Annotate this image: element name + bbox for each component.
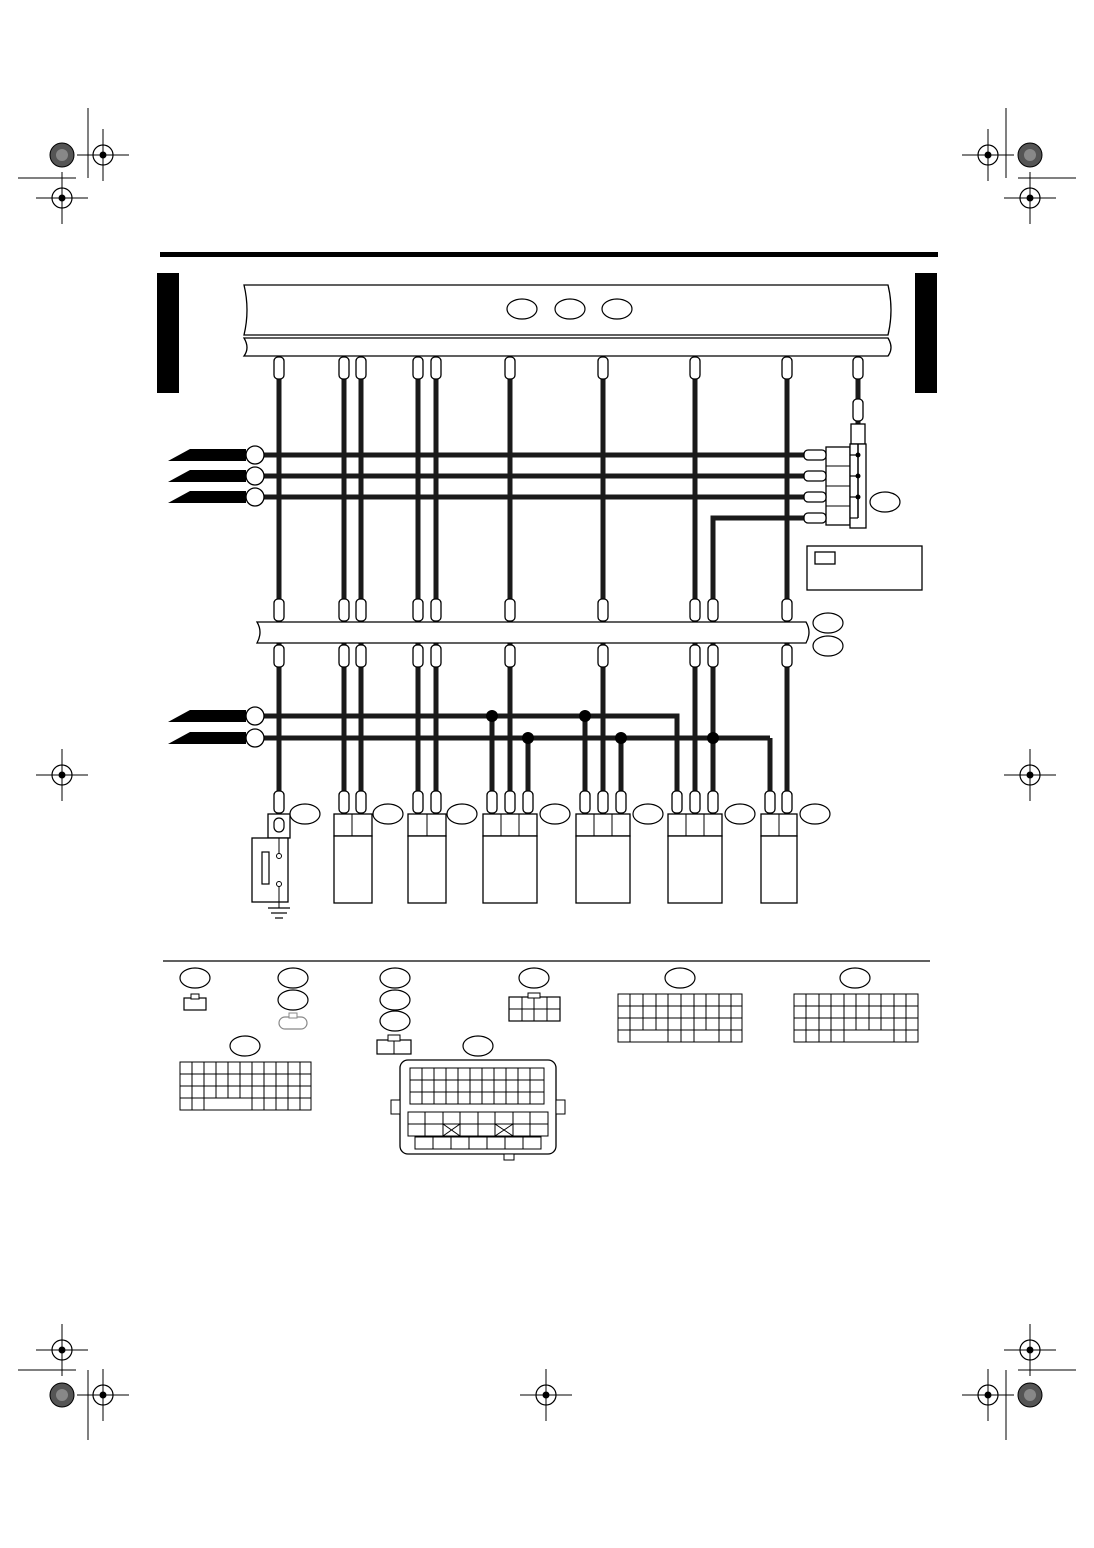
connector-grid-b — [793, 993, 919, 1043]
view-callout-1 — [179, 967, 211, 989]
bottom-callout-5 — [632, 803, 664, 825]
view-callout-7 — [518, 967, 550, 989]
registration-marks — [18, 108, 1076, 1440]
view-callout-5 — [379, 989, 411, 1011]
main-unit-pins — [273, 356, 864, 380]
header-rule — [160, 252, 938, 257]
splice-points — [486, 710, 719, 744]
connector-grid-a — [617, 993, 743, 1043]
harness-connector — [255, 598, 844, 668]
connector-grid-c — [179, 1061, 312, 1111]
bottom-callout-2 — [372, 803, 404, 825]
bottom-devices — [251, 790, 831, 919]
bottom-callout-3 — [446, 803, 478, 825]
view-callout-10 — [229, 1035, 261, 1057]
joint-connector — [803, 398, 901, 529]
bottom-callout-7 — [799, 803, 831, 825]
bottom-callout-4 — [539, 803, 571, 825]
section-tab-left — [157, 273, 179, 393]
feed-terminal-2 — [245, 466, 265, 486]
legend-swatch — [814, 551, 836, 565]
feed-terminal-5 — [245, 728, 265, 748]
view-callout-4 — [379, 967, 411, 989]
section-tab-right — [915, 273, 937, 393]
view-callout-11 — [462, 1035, 494, 1057]
main-unit-callout-3 — [601, 298, 633, 320]
feed-terminal-1 — [245, 445, 265, 465]
connector-views — [179, 967, 919, 1161]
view-callout-2 — [277, 967, 309, 989]
harness-callout-1 — [812, 612, 844, 634]
view-callout-3 — [277, 989, 309, 1011]
joint-connector-callout — [869, 491, 901, 513]
main-unit-callout-1 — [506, 298, 538, 320]
view-callout-8 — [664, 967, 696, 989]
view-callout-9 — [839, 967, 871, 989]
harness-callout-2 — [812, 635, 844, 657]
main-unit — [242, 284, 892, 357]
legend-box — [806, 545, 923, 591]
view-callout-6 — [379, 1010, 411, 1032]
feed-terminal-4 — [245, 706, 265, 726]
bottom-callout-6 — [724, 803, 756, 825]
main-unit-callout-2 — [554, 298, 586, 320]
connector-large — [390, 1059, 566, 1161]
wires — [264, 368, 861, 800]
connector-8pin — [508, 992, 561, 1022]
feed-terminal-3 — [245, 487, 265, 507]
bottom-callout-1 — [289, 803, 321, 825]
feed-arrows — [168, 445, 265, 748]
